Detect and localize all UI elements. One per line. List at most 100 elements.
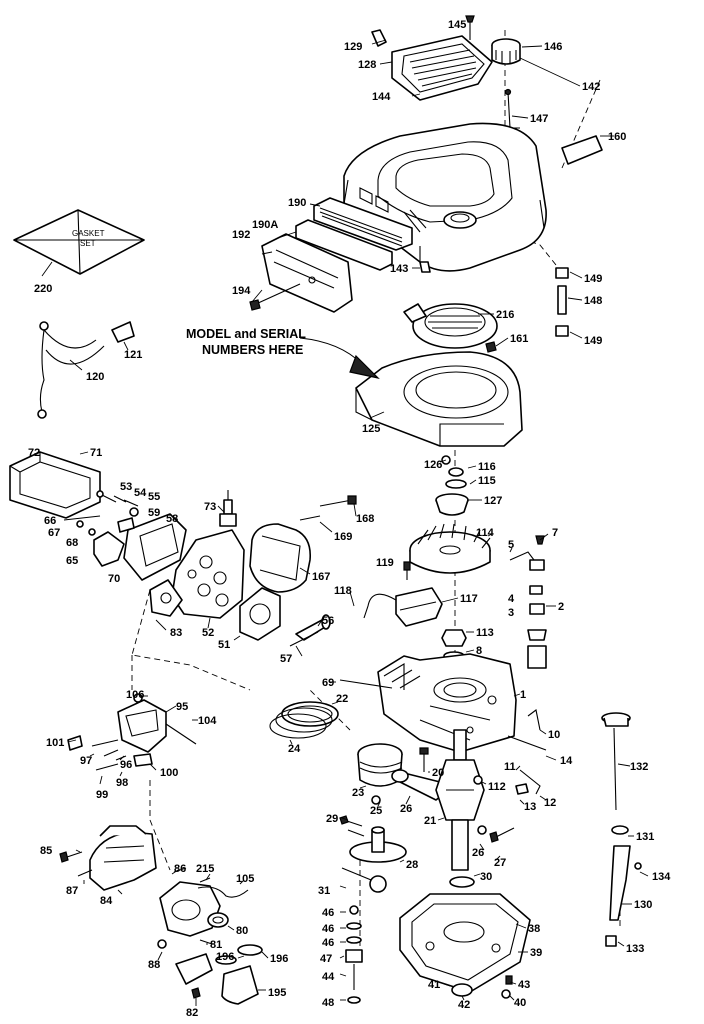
muffler-bracket bbox=[63, 515, 101, 536]
part-number: 192 bbox=[232, 229, 250, 241]
screw-161 bbox=[485, 341, 497, 353]
part-number: 41 bbox=[428, 979, 440, 991]
screw-145 bbox=[465, 15, 475, 40]
part-number: 21 bbox=[424, 815, 436, 827]
screw-194 bbox=[249, 283, 301, 311]
intake-screws bbox=[96, 490, 139, 507]
muffler bbox=[9, 451, 101, 519]
muffler-screws bbox=[299, 495, 357, 521]
exhaust-gasket bbox=[239, 587, 281, 641]
part-number: 96 bbox=[120, 759, 132, 771]
part-number: 81 bbox=[210, 939, 222, 951]
part-number: 58 bbox=[166, 513, 178, 525]
part-number: 7 bbox=[552, 527, 558, 539]
part-number: 119 bbox=[376, 557, 394, 569]
part-number: 169 bbox=[334, 531, 352, 543]
part-number: 220 bbox=[34, 283, 52, 295]
reed-valve-plate bbox=[93, 513, 187, 581]
recoil-starter bbox=[403, 303, 498, 349]
part-number: 105 bbox=[236, 873, 254, 885]
air-cleaner-cover bbox=[371, 29, 493, 101]
carburetor-throttle bbox=[117, 693, 197, 753]
part-number: 88 bbox=[148, 959, 160, 971]
part-number: 128 bbox=[358, 59, 376, 71]
part-number: 143 bbox=[390, 263, 408, 275]
governor-linkage bbox=[507, 709, 547, 795]
part-number: 48 bbox=[322, 997, 334, 1009]
part-number: 144 bbox=[372, 91, 391, 103]
part-number: 121 bbox=[124, 349, 142, 361]
part-number: 40 bbox=[514, 997, 526, 1009]
part-number: 68 bbox=[66, 537, 78, 549]
part-number: 168 bbox=[356, 513, 374, 525]
part-number: 67 bbox=[48, 527, 60, 539]
connecting-rod bbox=[391, 769, 447, 801]
screw-20 bbox=[419, 747, 429, 772]
air-intake-elbow bbox=[175, 944, 263, 1005]
part-number: 104 bbox=[198, 715, 217, 727]
part-number: 12 bbox=[544, 797, 556, 809]
part-number: 149 bbox=[584, 273, 602, 285]
part-number: 99 bbox=[96, 789, 108, 801]
part-number: 194 bbox=[232, 285, 251, 297]
part-number: 117 bbox=[460, 593, 478, 605]
part-number: 127 bbox=[484, 495, 502, 507]
part-number: 55 bbox=[148, 491, 160, 503]
crankcase-base bbox=[399, 893, 531, 993]
part-number: 13 bbox=[524, 801, 536, 813]
model-serial-arrow bbox=[299, 337, 380, 380]
gasket-set-label-2: SET bbox=[80, 239, 96, 248]
part-number: 5 bbox=[508, 539, 514, 551]
nut-143 bbox=[419, 261, 431, 273]
part-number: 116 bbox=[478, 461, 496, 473]
part-number: 167 bbox=[312, 571, 330, 583]
part-number: 69 bbox=[322, 677, 334, 689]
part-number: 148 bbox=[584, 295, 602, 307]
part-number: 46 bbox=[322, 923, 334, 935]
gasket-set: GASKET SET bbox=[13, 209, 145, 275]
part-number: 133 bbox=[626, 943, 644, 955]
part-number: 100 bbox=[160, 767, 178, 779]
fuel-line bbox=[197, 886, 249, 898]
part-number: 97 bbox=[80, 755, 92, 767]
part-number: 106 bbox=[126, 689, 144, 701]
part-number: 149 bbox=[584, 335, 602, 347]
bearing-112 bbox=[473, 775, 483, 785]
part-number: 29 bbox=[326, 813, 338, 825]
part-number: 87 bbox=[66, 885, 78, 897]
part-number: 145 bbox=[448, 19, 466, 31]
decal bbox=[561, 135, 603, 165]
flywheel bbox=[409, 523, 491, 574]
part-number: 24 bbox=[288, 743, 301, 755]
part-number: 196 bbox=[270, 953, 288, 965]
pushrod bbox=[339, 679, 393, 689]
part-number-labels: 145 146 129 128 142 144 147 160 190 190A… bbox=[28, 19, 671, 1019]
part-number: 38 bbox=[528, 923, 540, 935]
part-number: 72 bbox=[28, 447, 40, 459]
washer-stack bbox=[345, 905, 363, 1004]
part-number: 31 bbox=[318, 885, 330, 897]
part-number: 3 bbox=[508, 607, 514, 619]
cylinder-block bbox=[377, 653, 517, 753]
part-number: 146 bbox=[544, 41, 562, 53]
part-number: 195 bbox=[268, 987, 286, 999]
part-number: 14 bbox=[560, 755, 573, 767]
head-gasket bbox=[149, 579, 183, 617]
part-number: 57 bbox=[280, 653, 292, 665]
part-number: 22 bbox=[336, 693, 348, 705]
leader-lines bbox=[33, 39, 649, 1006]
part-number: 20 bbox=[432, 767, 444, 779]
part-number: 132 bbox=[630, 761, 648, 773]
part-number: 23 bbox=[352, 787, 364, 799]
carb-gasket bbox=[207, 912, 229, 928]
piston-rings bbox=[269, 701, 339, 739]
ignition-wires bbox=[37, 321, 135, 419]
part-number: 190A bbox=[252, 219, 278, 231]
part-number: 114 bbox=[476, 527, 495, 539]
part-number: 11 bbox=[504, 761, 516, 773]
part-number: 42 bbox=[458, 999, 470, 1011]
part-number: 26 bbox=[400, 803, 412, 815]
part-number: 1 bbox=[520, 689, 526, 701]
part-number: 84 bbox=[100, 895, 113, 907]
